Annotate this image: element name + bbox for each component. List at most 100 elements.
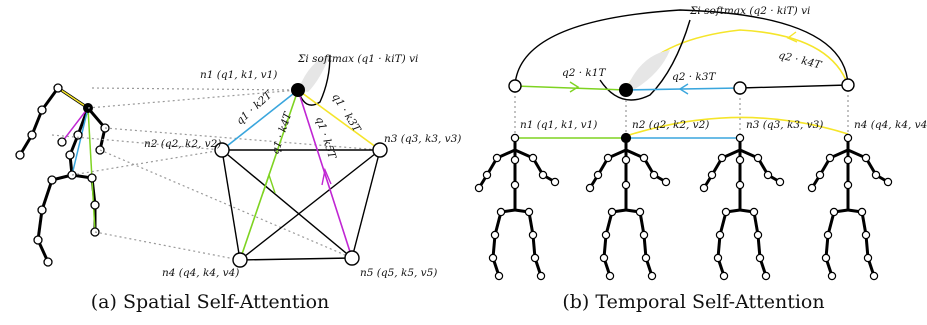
- spatial-edge-purple: [297, 89, 353, 259]
- skeleton-joint: [823, 230, 833, 240]
- temporal-edge-green: [514, 85, 627, 91]
- spatial-node-n3-label: n3 (q3, k3, v3): [384, 133, 461, 145]
- skeleton-joint: [492, 153, 502, 163]
- skeleton-joint: [843, 180, 853, 190]
- skeleton-joint: [530, 253, 540, 263]
- temporal-edge-blue: [625, 87, 741, 91]
- spatial-node-n4: [232, 252, 248, 268]
- skeleton-joint: [510, 155, 520, 165]
- skeleton-joint: [715, 230, 725, 240]
- spatial-edge-yellow: [297, 89, 381, 151]
- skeleton-joint: [825, 153, 835, 163]
- spatial-correspondence-lines: [51, 87, 381, 261]
- temporal-edge-label-q2k3: q2 · k3T: [672, 71, 716, 83]
- skeleton-joint: [763, 170, 773, 180]
- skeleton-joint: [721, 207, 731, 217]
- skeleton-joint: [635, 207, 645, 217]
- temporal-arrow-green: [569, 81, 580, 93]
- spatial-node-n5-label: n5 (q5, k5, v5): [360, 267, 437, 279]
- skeleton-joint: [749, 207, 759, 217]
- spatial-node-n4-label: n4 (q4, k4, v4): [162, 267, 239, 279]
- temporal-edge-label-q2k1: q2 · k1T: [562, 67, 606, 79]
- spatial-node-n2: [214, 142, 230, 158]
- skeleton-joint: [861, 230, 871, 240]
- caption-temporal: (b) Temporal Self-Attention: [562, 291, 825, 313]
- temporal-top-node-1: [508, 79, 522, 93]
- skeleton-joint: [621, 180, 631, 190]
- spatial-node-n5: [344, 250, 360, 266]
- skeleton-joint: [713, 253, 723, 263]
- skeleton-joint: [775, 177, 785, 187]
- skeleton-joint: [735, 180, 745, 190]
- spatial-node-n1-label: n1 (q1, k1, v1): [200, 69, 277, 81]
- temporal-shade: [626, 50, 670, 92]
- skeleton-joint: [524, 207, 534, 217]
- caption-spatial: (a) Spatial Self-Attention: [90, 291, 330, 313]
- skeleton-joint: [510, 180, 520, 190]
- skeleton-joint: [719, 271, 729, 281]
- skeleton-joint: [649, 170, 659, 180]
- spatial-formula: Σi softmax (q1 · kiT) vi: [297, 53, 418, 65]
- temporal-node-n3-label: n3 (q3, k3, v3): [746, 119, 823, 131]
- skeleton-joint: [601, 230, 611, 240]
- skeleton-joint: [807, 183, 817, 193]
- temporal-arc-yellow-bottom: [625, 116, 849, 137]
- spatial-graph-edges: [221, 149, 381, 261]
- skeleton-joint: [753, 153, 763, 163]
- temporal-top-node-4: [841, 78, 855, 92]
- skeleton-joint: [599, 253, 609, 263]
- skeleton-head-joint: [843, 133, 853, 143]
- skeleton-head-joint: [735, 133, 745, 143]
- skeleton-joint: [735, 155, 745, 165]
- spatial-link-purple: [61, 107, 89, 143]
- temporal-arc-outer: [514, 9, 849, 86]
- spatial-arrow-green: [262, 172, 276, 194]
- skeleton-joint: [815, 170, 825, 180]
- temporal-skeleton-frame-4: [807, 133, 893, 281]
- temporal-node-n4-label: n4 (q4, k4, v4): [854, 119, 927, 131]
- skeleton-joint: [829, 207, 839, 217]
- skeleton-joint: [585, 183, 595, 193]
- spatial-edge-label-q1k5: q1 · k5T: [313, 115, 338, 161]
- skeleton-joint: [639, 153, 649, 163]
- skeleton-joint: [538, 170, 548, 180]
- temporal-drop-lines: [514, 85, 849, 138]
- skeleton-joint: [607, 207, 617, 217]
- temporal-skeleton-frame-1: [474, 133, 560, 281]
- skeleton-joint: [753, 230, 763, 240]
- temporal-node-n2-label: n2 (q2, k2, v2): [632, 119, 709, 131]
- skeleton-joint: [871, 170, 881, 180]
- skeleton-joint: [528, 230, 538, 240]
- skeleton-joint: [647, 271, 657, 281]
- spatial-node-n1: [291, 83, 305, 97]
- skeleton-joint: [536, 271, 546, 281]
- temporal-formula: Σi softmax (q2 · kiT) vi: [689, 5, 810, 17]
- temporal-panel: Σi softmax (q2 · kiT) vi q2 · k1T q2 · k…: [474, 5, 927, 281]
- skeleton-joint: [482, 170, 492, 180]
- skeleton-joint: [755, 253, 765, 263]
- temporal-edge-label-q2k4: q2 · k4T: [777, 49, 823, 71]
- temporal-arrow-blue: [678, 83, 689, 95]
- spatial-link-blue: [71, 107, 89, 176]
- temporal-edge-black: [739, 84, 849, 89]
- temporal-skeleton-frame-2: [585, 132, 671, 281]
- spatial-node-n2-label: n2 (q2, k2, v2): [144, 138, 221, 150]
- skeleton-joint: [621, 155, 631, 165]
- skeleton-head-joint: [510, 133, 520, 143]
- skeleton-joint: [528, 153, 538, 163]
- skeleton-joint: [661, 177, 671, 187]
- skeleton-joint: [474, 183, 484, 193]
- skeleton-joint: [883, 177, 893, 187]
- temporal-node-n1-label: n1 (q1, k1, v1): [520, 119, 597, 131]
- skeleton-joint: [821, 253, 831, 263]
- skeleton-joint: [550, 177, 560, 187]
- skeleton-joint: [494, 271, 504, 281]
- skeleton-joint: [707, 170, 717, 180]
- spatial-joints: [15, 83, 110, 267]
- skeleton-head-joint: [620, 132, 632, 144]
- skeleton-joint: [641, 253, 651, 263]
- skeleton-joint: [639, 230, 649, 240]
- spatial-edge-label-q1k4: q1 · k4T: [269, 110, 294, 156]
- skeleton-joint: [761, 271, 771, 281]
- skeleton-joint: [827, 271, 837, 281]
